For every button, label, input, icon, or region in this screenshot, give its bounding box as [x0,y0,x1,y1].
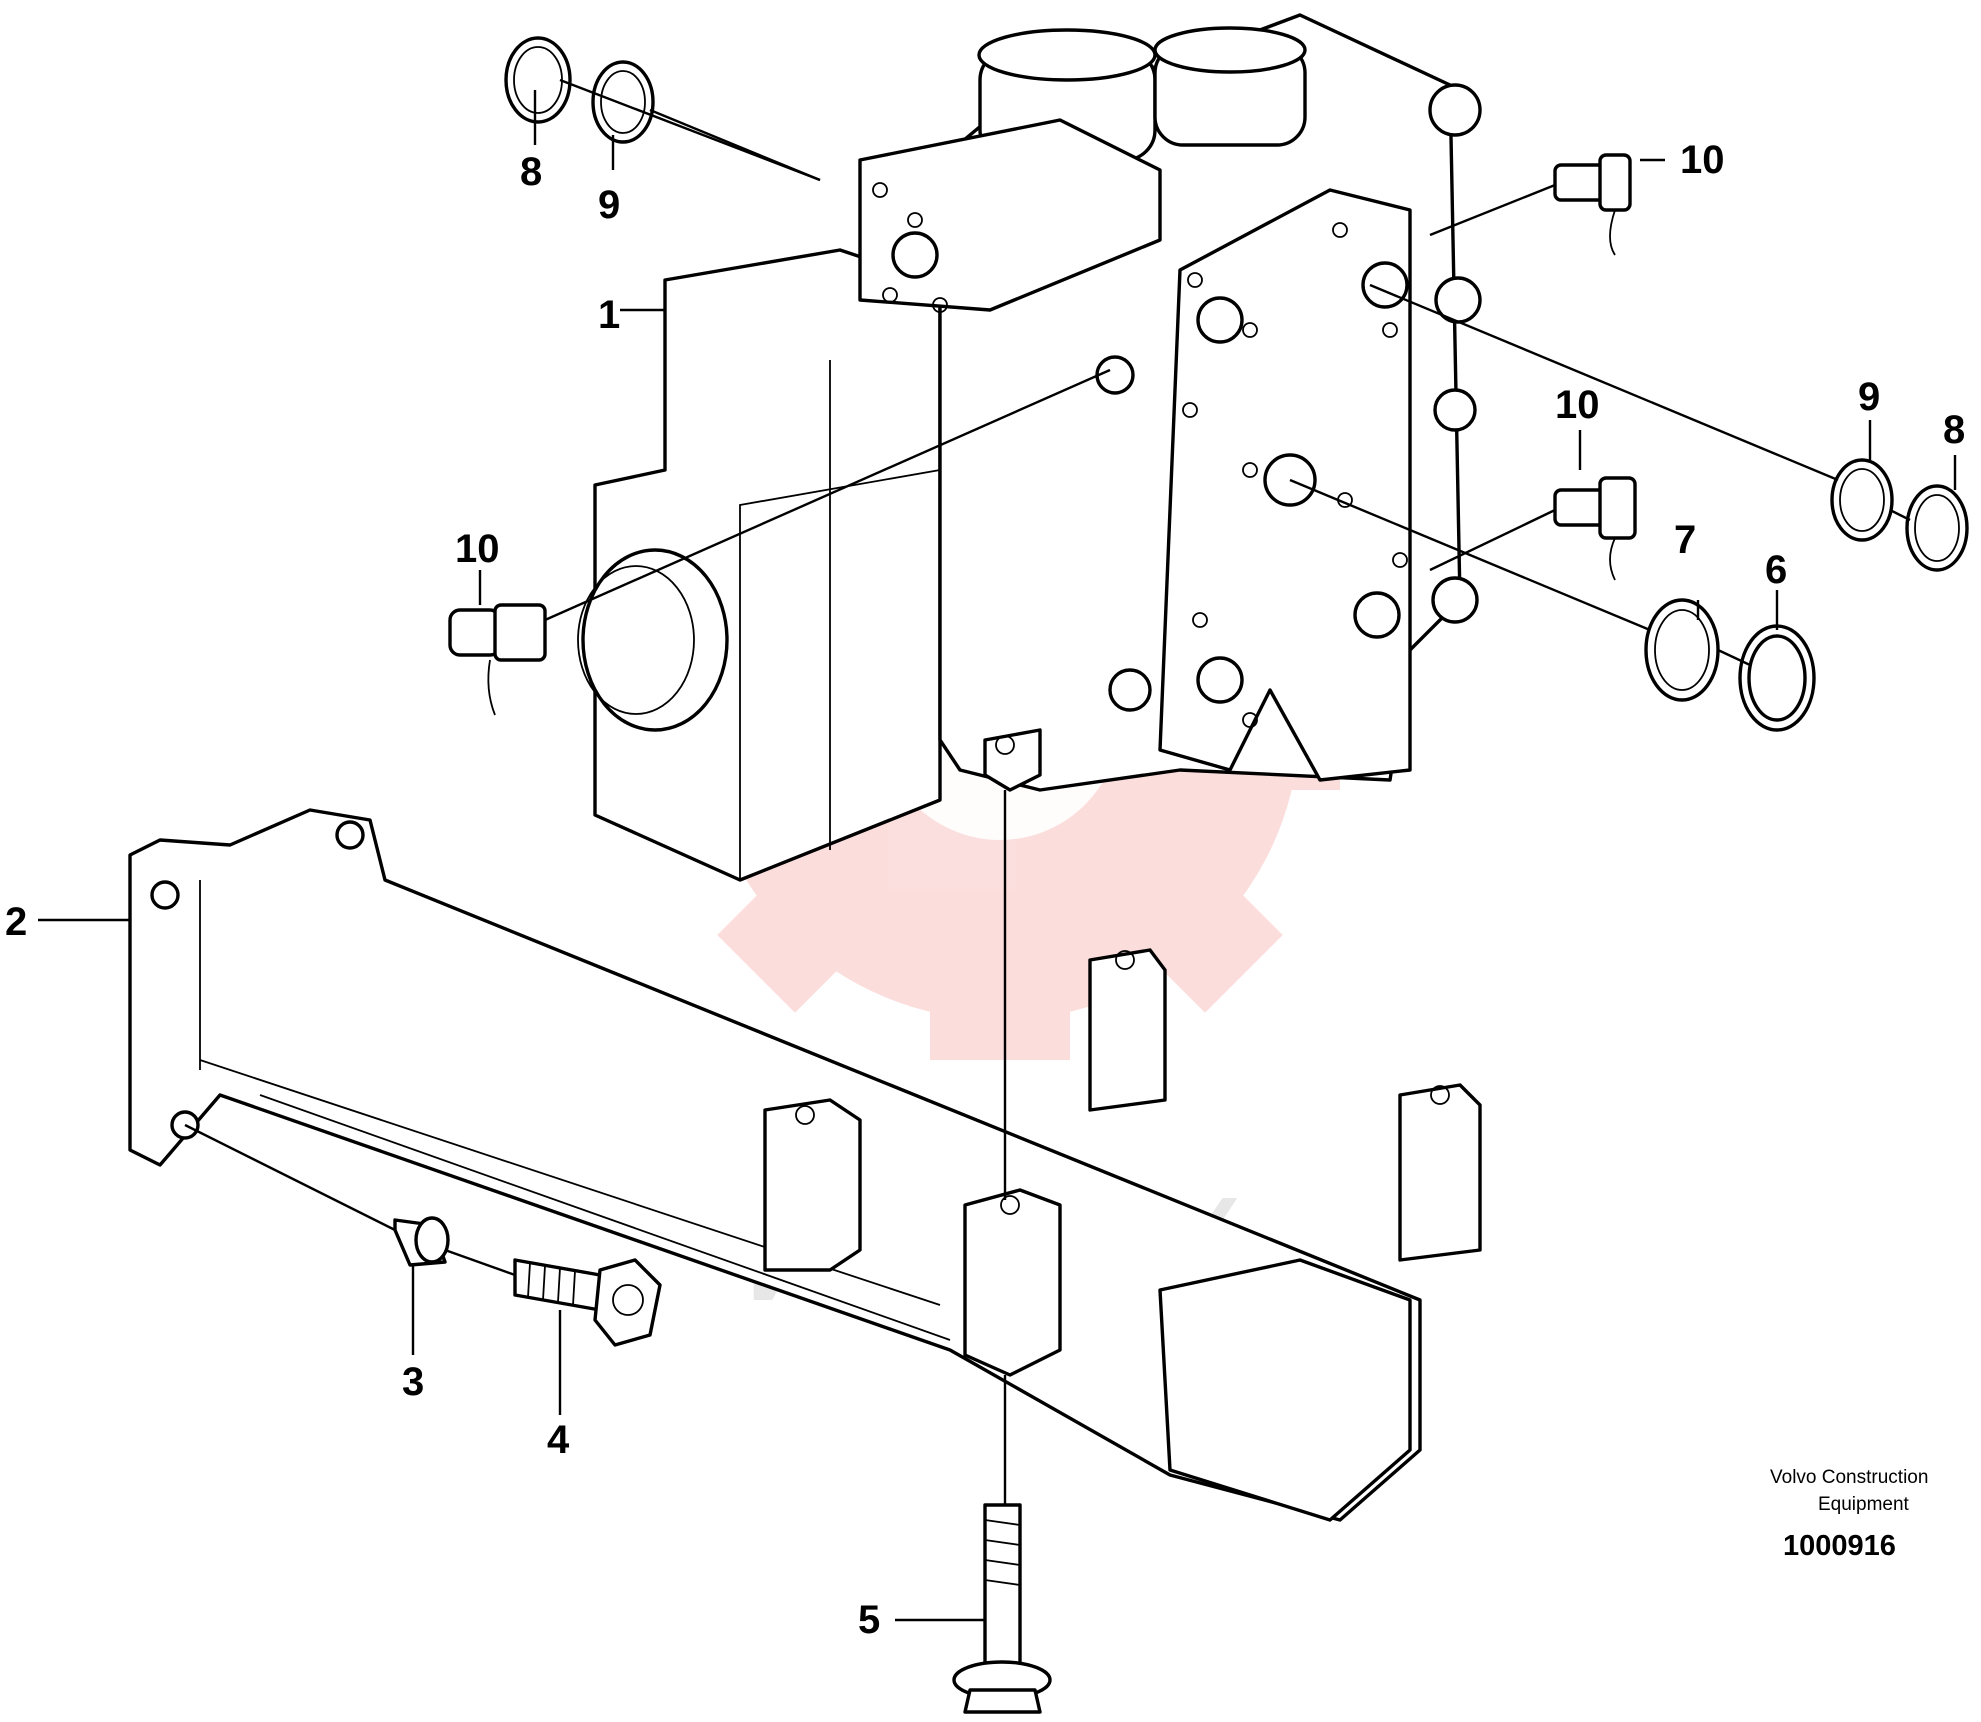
callout-10-top: 10 [1680,138,1725,182]
o-ring-part-7 [1644,598,1720,702]
test-coupling-part-10-middle [1553,476,1637,581]
test-coupling-part-10-left [448,603,547,716]
callout-6: 6 [1765,548,1787,592]
callout-7: 7 [1674,518,1696,562]
o-ring-part-9-right [1830,458,1894,542]
o-ring-part-9-top [591,60,655,144]
sleeve-part-3 [393,1216,450,1267]
callout-4: 4 [547,1418,570,1462]
callout-2: 2 [5,900,27,944]
callout-5: 5 [858,1598,880,1642]
callout-8-top: 8 [520,150,542,194]
document-number: 1000916 [1783,1530,1896,1562]
seal-ring-part-8-top [504,36,572,124]
seal-ring-part-8-right [1905,484,1969,572]
callout-9-right: 9 [1858,375,1880,419]
seal-ring-part-6 [1738,624,1816,732]
leader-lines [38,78,1957,1622]
bolt-part-5 [952,1503,1052,1714]
callout-1: 1 [598,293,620,337]
mounting-bracket [128,808,1482,1522]
test-coupling-part-10-top [1553,153,1632,256]
callout-9-top: 9 [598,183,620,227]
credit-line-1: Volvo Construction [1770,1467,1928,1488]
credit-line-2: Equipment [1818,1494,1910,1515]
bolt-part-4 [513,1258,662,1347]
callout-10-left: 10 [455,527,500,571]
control-valve-block [577,13,1482,882]
callout-3: 3 [402,1360,424,1404]
callout-8-right: 8 [1943,408,1965,452]
callout-10-middle: 10 [1555,383,1600,427]
